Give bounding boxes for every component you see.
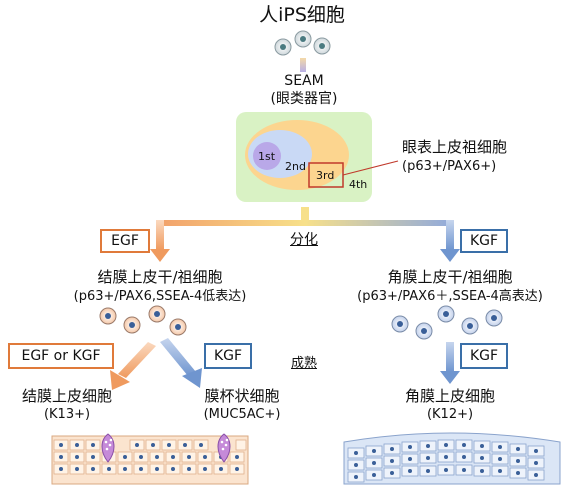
arrow-left-down: [150, 220, 170, 262]
corneal-progenitor-cells: [391, 305, 503, 340]
arrow-right-down: [440, 220, 460, 262]
goblet-marker: (MUC5AC+): [203, 407, 281, 422]
diff-bar: [156, 220, 454, 226]
conj-progenitor-markers: (p63+/PAX6,SSEA-4低表达): [73, 289, 247, 304]
corneal-progenitor-markers: (p63+/PAX6＋,SSEA-4高表达): [357, 289, 543, 304]
corneal-epithelial-marker: (K12+): [426, 407, 474, 422]
conj-epithelial-marker: (K13+): [43, 407, 91, 422]
conj-progenitor-cells: [99, 305, 187, 336]
arrow-corneal-epithelial: [440, 342, 460, 384]
ips-title: 人iPS细胞: [259, 4, 345, 26]
factor-kgf-goblet: KGF: [204, 343, 252, 369]
arrow-conj-epithelial: [110, 342, 156, 390]
ips-cells: [274, 30, 331, 56]
zone-4th: 4th: [349, 178, 368, 191]
ocular-progenitor-label: 眼表上皮祖细胞: [402, 138, 508, 156]
maturation-label: 成熟: [290, 356, 318, 371]
arrow-ips-to-seam: [300, 58, 306, 72]
corneal-tissue: [343, 432, 561, 485]
factor-egf: EGF: [100, 229, 150, 253]
zone-2nd: 2nd: [285, 160, 306, 173]
conj-progenitor-title: 结膜上皮干/祖细胞: [97, 268, 223, 286]
corneal-progenitor-title: 角膜上皮干/祖细胞: [387, 268, 513, 286]
corneal-epithelial-title: 角膜上皮细胞: [404, 387, 496, 405]
seam-label: SEAM: [284, 73, 324, 89]
conj-tissue: [51, 433, 249, 485]
ocular-progenitor-markers: (p63+/PAX6+): [402, 159, 497, 174]
arrow-goblet: [160, 338, 202, 388]
seam-sublabel: (眼类器官): [270, 91, 338, 107]
factor-egf-or-kgf: EGF or KGF: [8, 343, 114, 369]
conj-epithelial-title: 结膜上皮细胞: [21, 387, 113, 405]
zone-1st: 1st: [258, 150, 276, 163]
seam-organoid: [236, 112, 399, 202]
factor-kgf-corneal-mature: KGF: [460, 343, 508, 369]
goblet-title: 膜杯状细胞: [204, 387, 280, 405]
arrow-seam-down: [301, 207, 309, 221]
factor-kgf-corneal-diff: KGF: [460, 229, 508, 253]
zone-3rd: 3rd: [316, 169, 335, 182]
differentiation-label: 分化: [290, 232, 318, 248]
